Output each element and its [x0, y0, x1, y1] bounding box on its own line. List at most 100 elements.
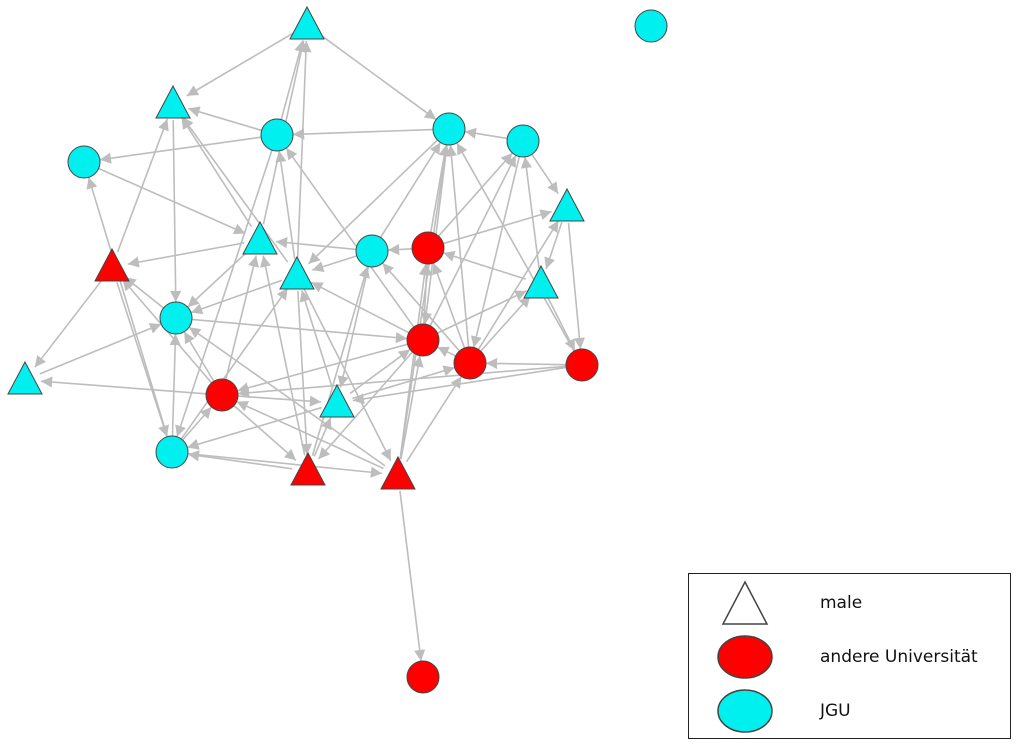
edge-3-15 [170, 119, 182, 303]
edge-23-21 [313, 417, 332, 457]
node-16-circle [406, 323, 440, 357]
node-20-circle [205, 378, 239, 412]
edge-22-13 [180, 287, 289, 440]
edge-13-24 [303, 288, 392, 462]
edge-22-15 [169, 333, 181, 437]
edge-17-16 [437, 346, 456, 357]
node-11-circle [411, 231, 445, 265]
edge-22-24 [187, 452, 383, 478]
edge-13-15 [190, 279, 283, 315]
edge-23-9 [260, 255, 306, 456]
edge-16-14 [437, 290, 527, 334]
edge-21-13 [299, 290, 333, 388]
edge-18-21 [352, 366, 567, 405]
node-7-circle [67, 145, 101, 179]
node-12-triangle [94, 247, 130, 282]
legend-item-other-university: andere Universität [689, 632, 1010, 682]
edge-8-18 [567, 222, 586, 350]
edge-20-21 [237, 395, 322, 407]
edge-8-14 [544, 221, 563, 270]
edge-11-5 [429, 144, 450, 233]
node-24-triangle [380, 455, 416, 490]
node-15-circle [159, 301, 193, 335]
node-6-circle [506, 124, 540, 158]
edge-11-6 [438, 152, 513, 237]
edge-13-3 [181, 116, 289, 263]
edge-10-9 [275, 237, 357, 251]
edge-11-8 [443, 209, 552, 245]
edge-10-5 [379, 142, 442, 238]
edge-1-3 [186, 32, 294, 97]
node-9-triangle [242, 220, 278, 255]
edge-13-1 [296, 40, 312, 260]
edge-14-11 [443, 250, 526, 280]
node-5-circle [432, 112, 466, 146]
node-4-circle [260, 118, 294, 152]
edge-15-16 [191, 318, 408, 344]
edge-6-17 [470, 156, 521, 348]
edge-16-13 [310, 281, 410, 334]
edge-12-22 [116, 281, 169, 438]
edge-24-15 [188, 326, 386, 467]
edge-1-5 [319, 33, 437, 121]
edge-20-19 [40, 376, 207, 395]
cyan-circle-icon [717, 689, 773, 733]
edge-4-1 [280, 40, 306, 120]
node-3-triangle [155, 84, 191, 119]
edge-17-11 [432, 262, 466, 349]
edge-5-13 [307, 139, 439, 265]
node-13-triangle [279, 255, 315, 290]
edge-16-6 [429, 154, 517, 327]
edge-9-12 [127, 242, 245, 268]
edge-17-5 [445, 144, 470, 348]
triangle-icon [721, 580, 769, 625]
edge-9-15 [187, 250, 249, 308]
edge-21-16 [349, 348, 411, 395]
edge-22-7 [86, 177, 169, 437]
node-22-circle [155, 435, 189, 469]
node-21-triangle [319, 383, 355, 418]
edge-18-20 [237, 365, 567, 399]
edge-16-4 [285, 147, 415, 328]
edge-16-23 [317, 351, 414, 460]
edge-18-17 [485, 357, 567, 370]
node-8-triangle [549, 187, 585, 222]
edge-21-17 [352, 365, 455, 400]
edges-layer [34, 32, 586, 662]
edge-4-7 [99, 136, 262, 164]
edge-22-20 [181, 406, 213, 441]
edge-11-10 [387, 243, 413, 256]
edge-13-4 [275, 150, 296, 260]
node-25-circle [406, 660, 440, 694]
edge-17-8 [477, 220, 560, 350]
node-17-circle [453, 346, 487, 380]
node-23-triangle [290, 451, 326, 486]
edge-4-22 [175, 149, 273, 438]
edge-14-18 [547, 297, 576, 352]
legend-label: andere Universität [820, 647, 978, 667]
edge-24-17 [405, 376, 463, 462]
node-18-circle [565, 348, 599, 382]
edge-24-25 [399, 490, 426, 662]
node-19-triangle [7, 360, 43, 395]
legend-item-jgu: JGU [689, 686, 1010, 736]
edge-12-19 [34, 279, 103, 368]
red-circle-icon [717, 635, 773, 679]
legend-item-male: male [689, 578, 1010, 628]
edge-12-3 [116, 118, 169, 253]
edge-7-9 [98, 167, 246, 235]
edge-6-5 [464, 127, 508, 140]
edge-10-21 [337, 266, 370, 388]
node-1-triangle [289, 5, 325, 40]
edge-24-20 [236, 400, 384, 470]
edge-4-3 [188, 106, 262, 132]
edge-19-15 [39, 323, 162, 375]
edge-14-6 [520, 156, 540, 269]
edge-21-22 [187, 406, 322, 450]
edge-6-8 [531, 153, 559, 195]
edge-16-20 [237, 343, 408, 394]
node-2-circle [634, 9, 668, 43]
nodes-layer [7, 5, 668, 694]
edge-18-5 [456, 142, 575, 352]
